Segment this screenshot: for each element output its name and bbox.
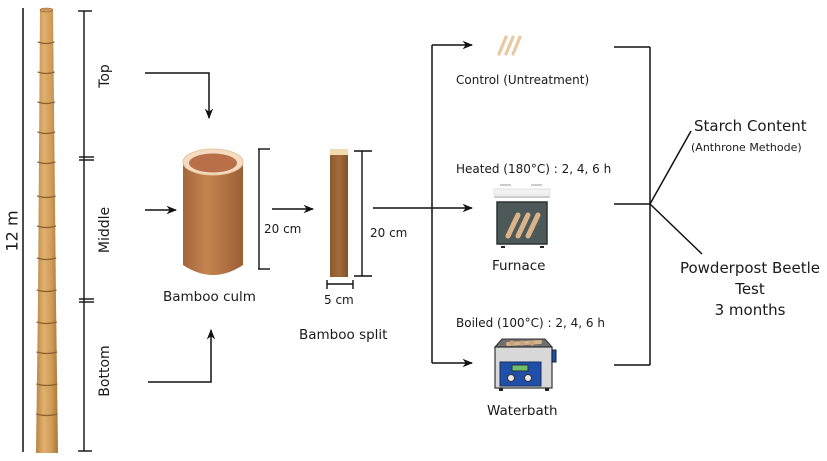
treatment-heated-caption: Furnace (492, 258, 546, 274)
split-length-label: 20 cm (370, 226, 408, 240)
pole-height-label: 12 m (2, 210, 22, 252)
waterbath-icon (493, 338, 557, 391)
pole-node (37, 131, 56, 135)
culm-label: Bamboo culm (163, 289, 256, 305)
control-sticks-icon (497, 35, 522, 56)
treatment-control-title: Control (Untreatment) (456, 73, 590, 87)
outcome-beetle-line2: Test (735, 280, 765, 298)
outcome-beetle: Powderpost Beetle Test 3 months (670, 258, 827, 321)
section-arrows (145, 72, 216, 383)
pole-node (36, 225, 57, 229)
pole-node (37, 71, 55, 75)
section-bracket (78, 10, 94, 452)
section-label-bottom: Bottom (97, 345, 113, 397)
treatment-branches (373, 40, 474, 368)
culm-length-label: 20 cm (264, 222, 302, 236)
pole-node (36, 321, 58, 325)
outcome-starch-method: (Anthrone Methode) (691, 141, 802, 154)
bamboo-pole (36, 7, 58, 453)
results-bracket (614, 46, 703, 366)
outcome-starch-title: Starch Content (694, 117, 807, 135)
pole-node (36, 351, 58, 355)
furnace-icon (493, 184, 551, 248)
pole-node (36, 289, 57, 293)
section-label-top: Top (97, 64, 113, 88)
treatment-boiled-caption: Waterbath (487, 403, 558, 419)
section-label-middle: Middle (97, 206, 113, 254)
outcome-beetle-line1: Powderpost Beetle (679, 259, 821, 277)
pole-node (36, 195, 56, 199)
bamboo-split-image (330, 149, 348, 277)
pole-node (36, 413, 58, 417)
pole-node (36, 257, 57, 261)
treatment-heated-title: Heated (180°C) : 2, 4, 6 h (456, 162, 612, 176)
treatment-boiled-title: Boiled (100°C) : 2, 4, 6 h (456, 316, 605, 330)
pole-node (37, 41, 55, 45)
pole-node (37, 101, 56, 105)
pole-node (36, 383, 58, 387)
split-width-label: 5 cm (324, 293, 354, 307)
split-label: Bamboo split (299, 327, 388, 343)
outcome-beetle-line3: 3 months (714, 301, 786, 319)
bamboo-culm-image (182, 148, 244, 275)
pole-node (37, 161, 56, 165)
